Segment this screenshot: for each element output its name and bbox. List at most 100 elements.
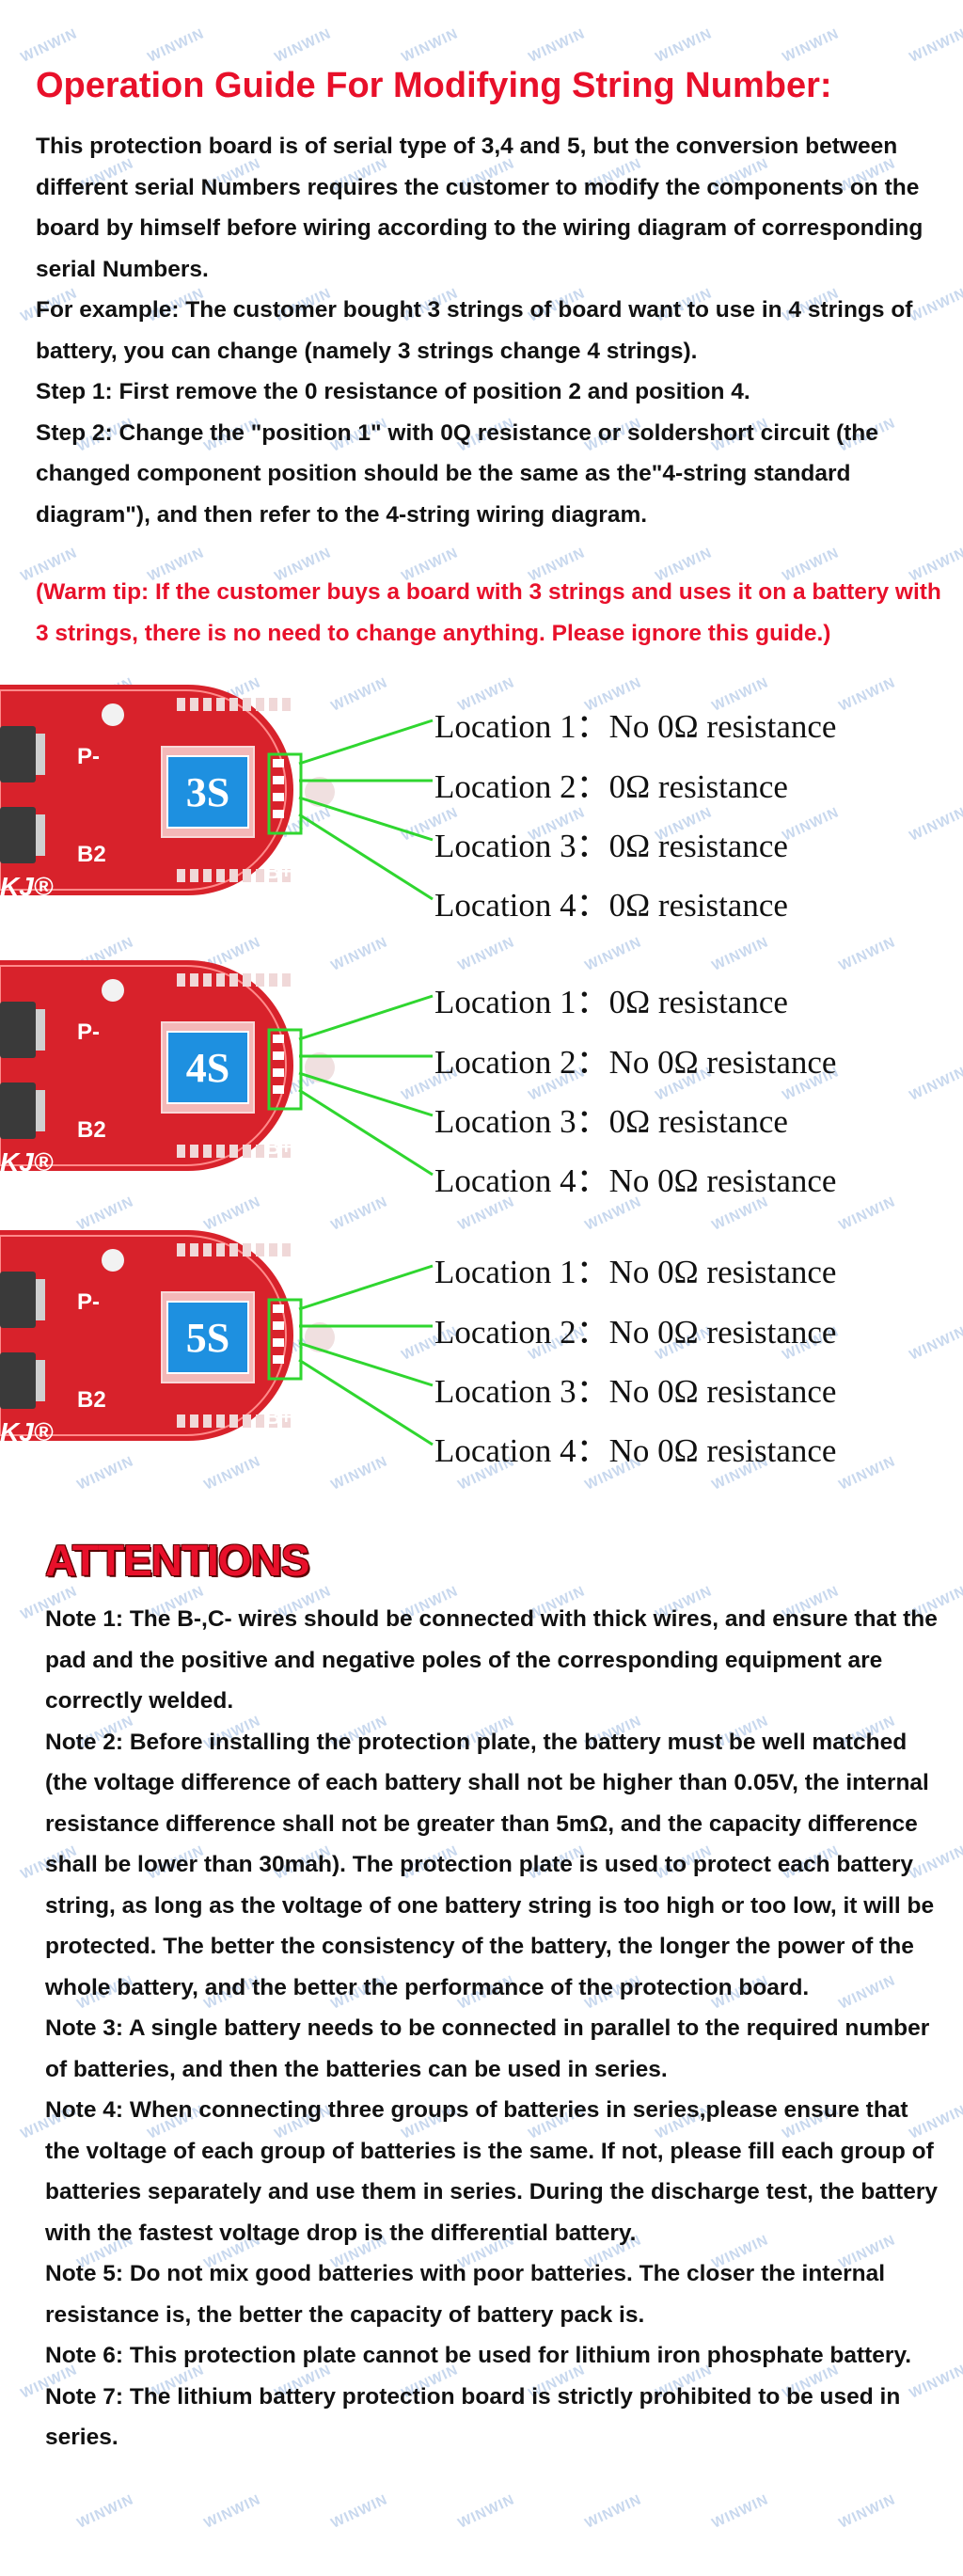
chip-lead [36,1090,45,1131]
chip-lead [36,814,45,856]
string-badge-box [166,1301,249,1374]
smd-component [243,869,251,882]
smd-component [229,698,238,711]
watermark-text: WINWIN [780,25,842,66]
pointer-line [298,1341,434,1387]
pad-label-b2: B2 [77,1387,106,1413]
smd-component [190,973,198,987]
chip-lead [36,734,45,775]
note-1: Note 1: The B-,C- wires should be connec… [45,1606,938,1714]
note-7: Note 7: The lithium battery protection b… [45,2383,901,2451]
intro-example: For example: The customer bought 3 strin… [36,297,913,364]
smd-component [256,1414,264,1428]
protection-board-image: 5SP-B2B+P+KJ® [0,1230,434,1446]
smd-component [282,1243,291,1256]
watermark-text: WINWIN [328,2491,390,2532]
smd-component [269,973,277,987]
pad-label-p-minus: P- [77,1289,100,1315]
watermark-text: WINWIN [836,1453,898,1493]
solder-pad [305,777,335,807]
watermark-text: WINWIN [653,25,715,66]
pcb-body [0,685,293,895]
pcb-outline [0,965,287,1166]
resistor-position [273,759,284,767]
pcb-outline [0,1235,287,1436]
location-highlight-box [267,1028,303,1111]
smd-component [282,869,291,882]
resistor-position [273,776,284,784]
location-2-label: Location 2：No 0Ω resistance [434,1044,837,1081]
smd-component [190,1243,198,1256]
smd-component [216,1243,225,1256]
pcb-body [0,1230,293,1441]
brand-logo: KJ® [0,872,54,901]
watermark-text: WINWIN [201,1453,263,1493]
watermark-text: WINWIN [582,2491,644,2532]
resistor-position [273,1051,284,1060]
mosfet-chip [0,807,36,863]
resistor-position [273,1321,284,1330]
smd-component [229,973,238,987]
note-5: Note 5: Do not mix good batteries with p… [45,2261,886,2328]
mount-hole [102,979,124,1002]
smd-component [282,973,291,987]
resistor-position [273,1035,284,1043]
smd-component [203,973,212,987]
pcb-outline [0,689,287,891]
string-badge: 3S [186,769,229,815]
smd-component [177,1145,185,1158]
watermark-text: WINWIN [399,25,461,66]
smd-component [177,869,185,882]
smd-component [177,973,185,987]
smd-component [256,698,264,711]
location-highlight-box [267,1298,303,1381]
mosfet-chip [0,1083,36,1139]
solder-pad [305,1322,335,1352]
mosfet-chip [0,726,36,782]
smd-component [190,1145,198,1158]
pointer-line [298,796,434,842]
mosfet-chip [0,1002,36,1058]
mosfet-chip [0,1352,36,1409]
pad-label-b-plus: B+ [265,860,292,883]
watermark-text: WINWIN [74,1453,136,1493]
smd-component [243,698,251,711]
smd-component [229,1145,238,1158]
smd-component [282,1145,291,1158]
smd-component [177,1414,185,1428]
pad-label-b-plus: B+ [265,1135,292,1159]
smd-component [190,698,198,711]
intro-step-1: Step 1: First remove the 0 resistance of… [36,379,750,404]
chip-lead [36,1279,45,1320]
pointer-line [298,1071,434,1117]
watermark-text: WINWIN [836,2491,898,2532]
pad-label-p-minus: P- [77,744,100,769]
watermark-text: WINWIN [455,2491,517,2532]
smd-component [216,1145,225,1158]
pad-label-b2: B2 [77,842,106,867]
resistor-position [273,1338,284,1347]
location-4-label: Location 4：No 0Ω resistance [434,1432,837,1469]
note-3: Note 3: A single battery needs to be con… [45,2015,930,2082]
smd-component [256,869,264,882]
smd-component [269,869,277,882]
pointer-line [298,719,434,766]
protection-board-image: 3SP-B2B+P+KJ® [0,685,434,901]
location-1-label: Location 1：0Ω resistance [434,984,788,1020]
resistor-position [273,1355,284,1364]
smd-component [243,1243,251,1256]
smd-component [216,973,225,987]
location-highlight-box [267,752,303,835]
smd-component [203,1414,212,1428]
smd-component [216,1414,225,1428]
solder-pad [305,1052,335,1083]
smd-component [282,1414,291,1428]
watermark-text: WINWIN [907,25,963,66]
smd-component [177,1243,185,1256]
note-6: Note 6: This protection plate cannot be … [45,2343,912,2368]
smd-component [243,973,251,987]
smd-component [269,698,277,711]
chip-lead [36,1360,45,1401]
